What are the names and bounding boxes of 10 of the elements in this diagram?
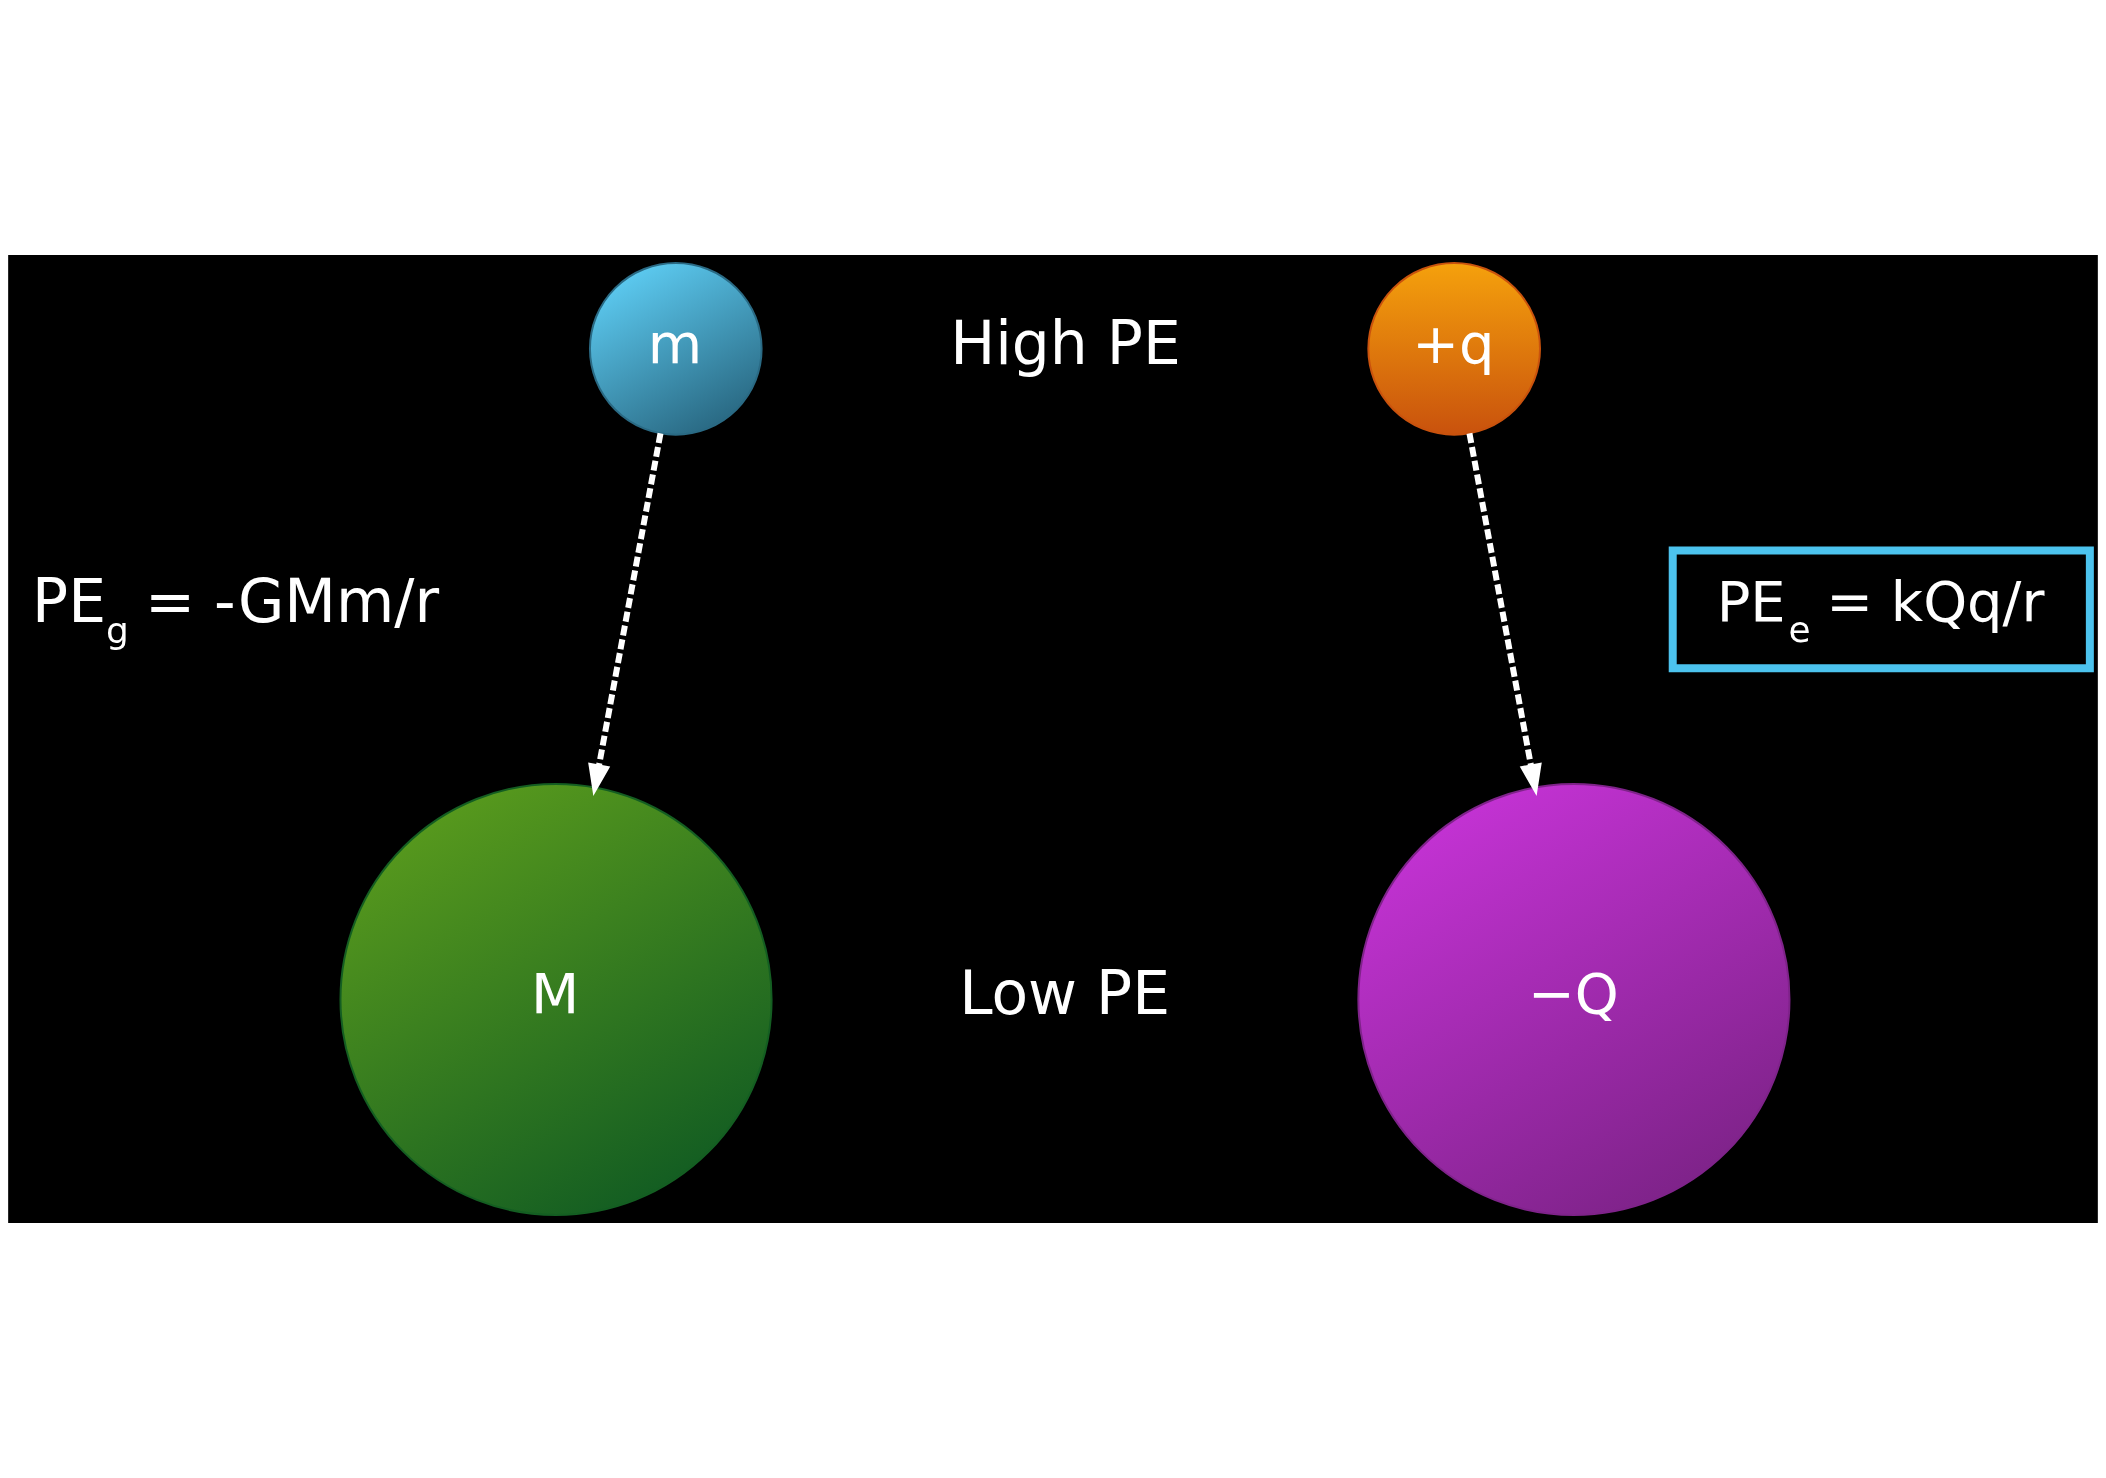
- node-circle: M: [339, 782, 773, 1216]
- node-circle: −Q: [1357, 782, 1791, 1216]
- label: Low PE: [959, 958, 1171, 1029]
- node-circle: m: [588, 262, 763, 436]
- label: High PE: [950, 307, 1181, 378]
- arrow: [1466, 432, 1542, 796]
- node-box: PE$_{e}$ = kQq/r: [1668, 546, 2094, 673]
- arrow: [588, 432, 664, 796]
- label: PE$_{g}$ = -GMm/r: [32, 566, 440, 651]
- node-circle: +q: [1367, 262, 1541, 436]
